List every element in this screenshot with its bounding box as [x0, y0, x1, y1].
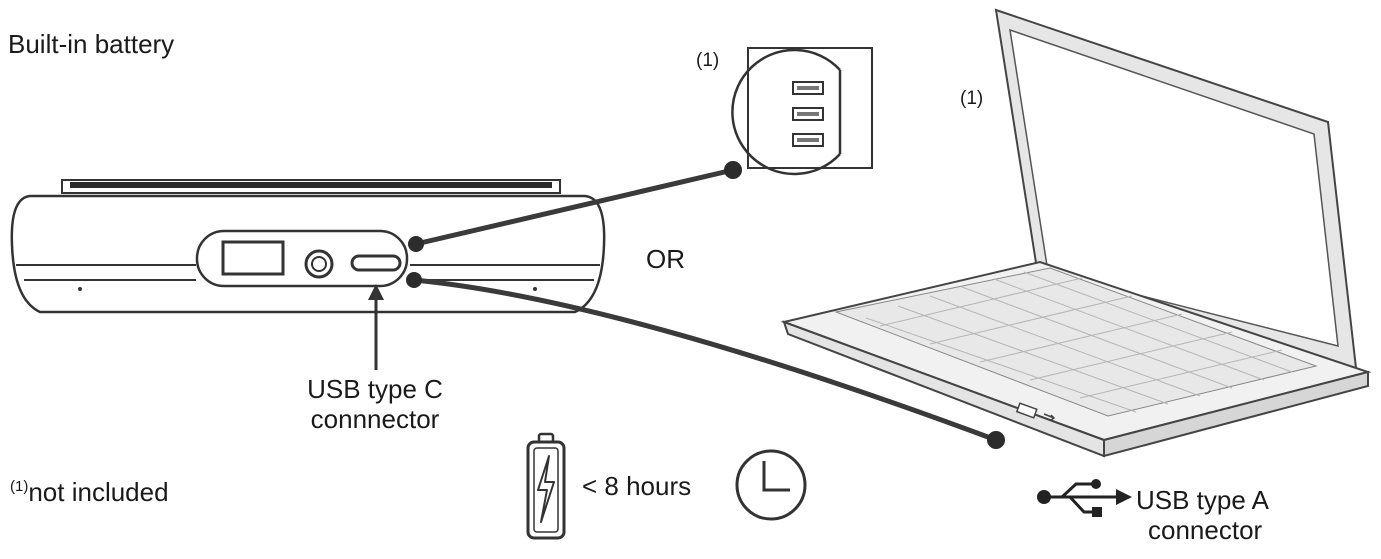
usb-symbol-icon: [1037, 479, 1132, 517]
usb-c-label-line2: connnector: [310, 403, 440, 434]
footnote: (1)not included: [10, 477, 169, 508]
clock-icon: [735, 449, 807, 521]
connection-lines: [406, 161, 1005, 449]
diagram-title: Built-in battery: [8, 29, 175, 59]
usb-a-label: USB type A connector: [1136, 485, 1269, 546]
speakerphone-device: [10, 179, 606, 314]
usb-wall-charger-icon: [731, 47, 873, 176]
footnote-text: not included: [28, 477, 169, 507]
footnote-marker: (1): [10, 478, 29, 495]
usb-c-label: USB type C connnector: [300, 374, 450, 435]
wall-charger-note: (1): [696, 50, 720, 71]
laptop-note: (1): [960, 88, 984, 109]
usb-c-label-line1: USB type C: [307, 374, 443, 404]
usb-a-label-line2: connector: [1148, 514, 1263, 545]
battery-time-label: < 8 hours: [582, 471, 692, 501]
battery-charging-icon: [526, 432, 566, 540]
usb-a-label-line1: USB type A: [1136, 485, 1269, 515]
usb-c-pointer-arrow: [368, 284, 384, 370]
laptop-icon: [780, 8, 1372, 458]
or-label: OR: [646, 244, 685, 274]
